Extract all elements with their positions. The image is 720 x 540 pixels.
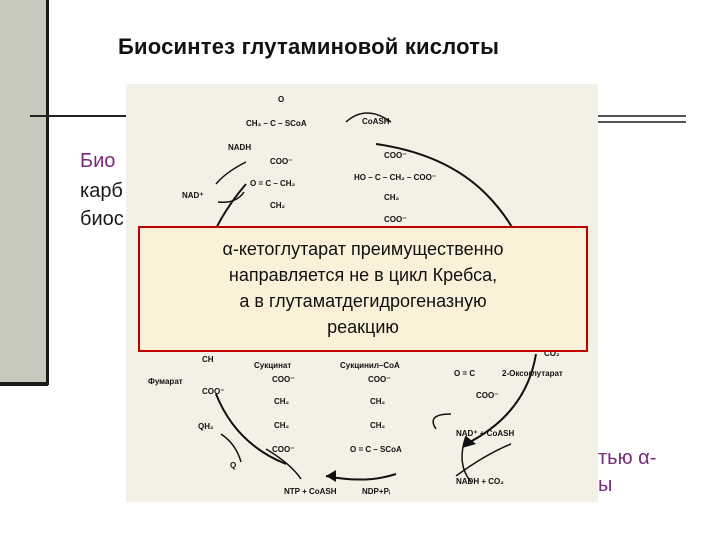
nad-coash-arrow xyxy=(432,413,452,430)
bottom-text-line-2: ы xyxy=(598,474,613,496)
succinyl-ch2-1: CH₂ xyxy=(370,397,386,406)
nadh-co2: NADH + CO₂ xyxy=(456,477,504,486)
succinate-coo: COO⁻ xyxy=(272,375,294,384)
akg-coo: COO⁻ xyxy=(476,391,498,400)
acetyl-o: O xyxy=(278,95,284,104)
callout-line-1: α-кетоглутарат преимущественно xyxy=(222,239,504,259)
ntp-coash: NTP + CoASH xyxy=(284,487,337,496)
coash-top: CoASH xyxy=(362,117,390,126)
succinate-label: Сукцинат xyxy=(254,361,291,370)
nad-left: NAD⁺ xyxy=(182,191,204,200)
co2-right: CO₂ xyxy=(544,349,560,358)
nad-arrow xyxy=(217,191,245,204)
nadh-top: NADH xyxy=(228,143,251,152)
callout-line-4: реакцию xyxy=(327,317,399,337)
oxaloacetate-c: O = C – CH₂ xyxy=(250,179,296,188)
akg-label: 2-Оксоглутарат xyxy=(502,369,563,378)
left-decor-tail xyxy=(0,382,48,386)
oxaloacetate-coo: COO⁻ xyxy=(270,157,292,166)
arrowhead-4 xyxy=(326,470,336,482)
body-text-line-2: карб xyxy=(80,180,123,202)
ndp-pi: NDP+Pᵢ xyxy=(362,487,390,496)
callout-line-2: направляется не в цикл Кребса, xyxy=(228,265,498,285)
body-text-line-3: биос xyxy=(80,208,124,230)
citrate-coo2: COO⁻ xyxy=(384,215,406,224)
title-rule-left xyxy=(30,115,130,117)
succinyl-label: Сукцинил–CoA xyxy=(340,361,400,370)
succinate-ch2-1: CH₂ xyxy=(274,397,290,406)
fumarate-ch: CH xyxy=(202,355,214,364)
succinate-ch2-2: CH₂ xyxy=(274,421,290,430)
cycle-arc-right-bottom xyxy=(465,353,537,445)
slide-title: Биосинтез глутаминовой кислоты xyxy=(118,34,500,59)
qh2: QH₂ xyxy=(198,422,214,431)
body-text-line-1: Био xyxy=(80,150,116,172)
callout-line-3: а в глутаматдегидрогеназную xyxy=(239,291,487,311)
acetyl-coa: CH₃ – C – SCoA xyxy=(246,119,307,128)
title-rule-right xyxy=(598,115,686,117)
akg-arrow xyxy=(455,443,512,477)
nadh-co2-arrow xyxy=(461,435,472,483)
ntp-arrow xyxy=(265,448,302,480)
bottom-text-line-1: тью α- xyxy=(598,447,657,469)
fumarate-label: Фумарат xyxy=(148,377,183,386)
succinyl-scoa: O = C – SCoA xyxy=(350,445,402,454)
oxaloacetate-ch2: CH₂ xyxy=(270,201,286,210)
title-rule-right-2 xyxy=(598,121,686,123)
left-decor-bar xyxy=(0,0,49,385)
q-arrow xyxy=(220,433,242,463)
nadh-arrow xyxy=(215,161,247,185)
citrate-ch2: CH₂ xyxy=(384,193,400,202)
citrate-mid: HO – C – CH₂ – COO⁻ xyxy=(354,173,436,182)
callout-box: α-кетоглутарат преимущественно направляе… xyxy=(138,226,588,352)
citrate-coo: COO⁻ xyxy=(384,151,406,160)
cycle-arc-left-bottom xyxy=(215,393,287,465)
akg-c: O = C xyxy=(454,369,475,378)
succinate-coo2: COO⁻ xyxy=(272,445,294,454)
coash-arrow xyxy=(345,112,392,123)
nad-coash: NAD⁺ + CoASH xyxy=(456,429,514,438)
q: Q xyxy=(230,461,236,470)
cycle-arc-bottom xyxy=(325,473,397,481)
succinyl-ch2-2: CH₂ xyxy=(370,421,386,430)
fumarate-coo: COO⁻ xyxy=(202,387,224,396)
succinyl-coo: COO⁻ xyxy=(368,375,390,384)
